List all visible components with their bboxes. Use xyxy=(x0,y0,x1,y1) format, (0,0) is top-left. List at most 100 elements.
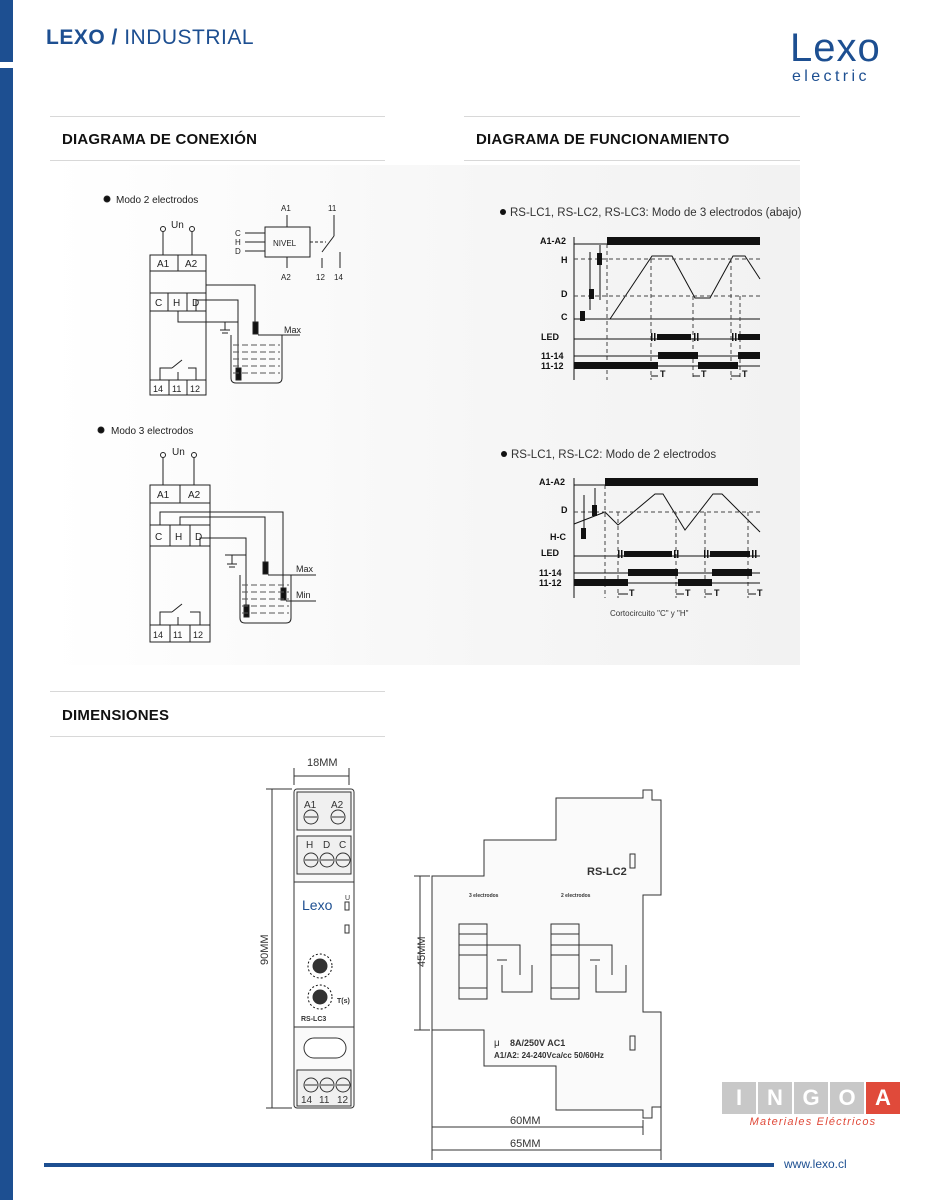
t-label: T xyxy=(629,588,635,598)
sch-h-label: H xyxy=(235,238,241,247)
dim-90mm: 90MM xyxy=(259,934,271,965)
section-line xyxy=(50,736,385,737)
d-label: D xyxy=(561,505,568,515)
section-line xyxy=(464,116,800,117)
sch-d-label: D xyxy=(235,247,241,256)
lexo-logo-word: Lexo xyxy=(790,26,881,70)
t-label: T xyxy=(757,588,763,598)
a1-label: A1 xyxy=(157,259,170,270)
a2-label: A2 xyxy=(188,490,201,501)
lexo-logo-sub: electric xyxy=(792,68,870,85)
brand-light: INDUSTRIAL xyxy=(124,26,255,49)
r1112-label: 11-12 xyxy=(541,361,564,371)
d-label: D xyxy=(195,532,202,543)
led-label: LED xyxy=(541,548,560,558)
a1a2-label: A1-A2 xyxy=(539,477,565,487)
ingoa-letter: I xyxy=(722,1082,756,1114)
mode2-label: Modo 2 electrodos xyxy=(116,195,198,206)
c-label: C xyxy=(155,532,162,543)
bullet-icon xyxy=(97,426,105,434)
dim-65mm: 65MM xyxy=(510,1138,541,1150)
front-d: D xyxy=(323,840,330,851)
d-label: D xyxy=(192,298,199,309)
side-rating2: A1/A2: 24-240Vca/cc 50/60Hz xyxy=(494,1051,604,1060)
ingoa-subtitle: Materiales Eléctricos xyxy=(749,1116,877,1128)
h-label: H xyxy=(173,298,180,309)
front-logo: Lexo xyxy=(302,897,333,913)
t-label: T xyxy=(685,588,691,598)
sch-a2-label: A2 xyxy=(281,273,291,282)
front-model: RS-LC3 xyxy=(301,1016,326,1023)
side-rating1: 8A/250V AC1 xyxy=(510,1038,565,1048)
front-12: 12 xyxy=(337,1095,349,1106)
r1112-label: 11-12 xyxy=(539,578,562,588)
dim-60mm: 60MM xyxy=(510,1115,541,1127)
diagram-shade xyxy=(50,165,800,665)
hc-label: H-C xyxy=(550,532,566,542)
t-label: T xyxy=(714,588,720,598)
front-h: H xyxy=(306,840,313,851)
a1a2-label: A1-A2 xyxy=(540,236,566,246)
max-label: Max xyxy=(296,564,314,574)
t12-label: 12 xyxy=(190,384,200,394)
front-u: U xyxy=(345,895,350,902)
side-2e: 2 electrodos xyxy=(561,893,591,899)
front-14: 14 xyxy=(301,1095,313,1106)
section-line xyxy=(50,116,385,117)
c-label: C xyxy=(155,298,162,309)
short-circuit-note: Cortocircuito "C" y "H" xyxy=(610,609,689,618)
t-label: T xyxy=(701,369,707,379)
diag2-label: RS-LC1, RS-LC2: Modo de 2 electrodos xyxy=(511,449,716,461)
c-label: C xyxy=(561,312,568,322)
bullet-icon xyxy=(103,195,111,203)
sch-12-label: 12 xyxy=(316,273,325,282)
sch-11-label: 11 xyxy=(328,204,337,213)
mode3-label: Modo 3 electrodos xyxy=(111,426,193,437)
min-label: Min xyxy=(296,590,311,600)
brand-sep: / xyxy=(105,26,125,49)
sch-14-label: 14 xyxy=(334,273,343,282)
left-accent-notch xyxy=(0,62,13,68)
led-label: LED xyxy=(541,332,560,342)
section-title-conexion: DIAGRAMA DE CONEXIÓN xyxy=(62,131,258,148)
sch-a1-label: A1 xyxy=(281,204,291,213)
un-label: Un xyxy=(171,220,184,231)
section-title-funcionamiento: DIAGRAMA DE FUNCIONAMIENTO xyxy=(476,131,730,148)
t11-label: 11 xyxy=(172,384,181,394)
ingoa-letter: N xyxy=(758,1082,792,1114)
section-title-dimensiones: DIMENSIONES xyxy=(62,707,170,724)
bullet-icon xyxy=(500,209,506,215)
side-3e: 3 electrodos xyxy=(469,893,499,899)
dim-18mm: 18MM xyxy=(307,757,338,769)
section-line xyxy=(464,160,800,161)
t12-label: 12 xyxy=(193,630,203,640)
header-brand: LEXO / INDUSTRIAL xyxy=(46,26,254,50)
front-a2: A2 xyxy=(331,800,344,811)
a2-label: A2 xyxy=(185,259,198,270)
brand-bold: LEXO xyxy=(46,26,106,49)
a1-label: A1 xyxy=(157,490,170,501)
ingoa-letter: O xyxy=(830,1082,864,1114)
front-t: T(s) xyxy=(337,998,350,1005)
front-11: 11 xyxy=(319,1095,330,1106)
un-label: Un xyxy=(172,447,185,458)
ingoa-letter: A xyxy=(866,1082,900,1114)
r1114-label: 11-14 xyxy=(541,351,564,361)
front-c: C xyxy=(339,840,346,851)
footer-site-link[interactable]: www.lexo.cl xyxy=(784,1157,847,1171)
ingoa-letters: I N G O A xyxy=(722,1082,904,1114)
max-label: Max xyxy=(284,325,302,335)
ingoa-watermark: I N G O A Materiales Eléctricos xyxy=(722,1082,904,1128)
t-label: T xyxy=(742,369,748,379)
front-a1: A1 xyxy=(304,800,317,811)
left-accent-bar xyxy=(0,0,13,1200)
side-model: RS-LC2 xyxy=(587,866,627,878)
nivel-label: NIVEL xyxy=(273,239,297,248)
h-label: H xyxy=(561,255,568,265)
t-label: T xyxy=(660,369,666,379)
section-line xyxy=(50,160,385,161)
t14-label: 14 xyxy=(153,630,163,640)
